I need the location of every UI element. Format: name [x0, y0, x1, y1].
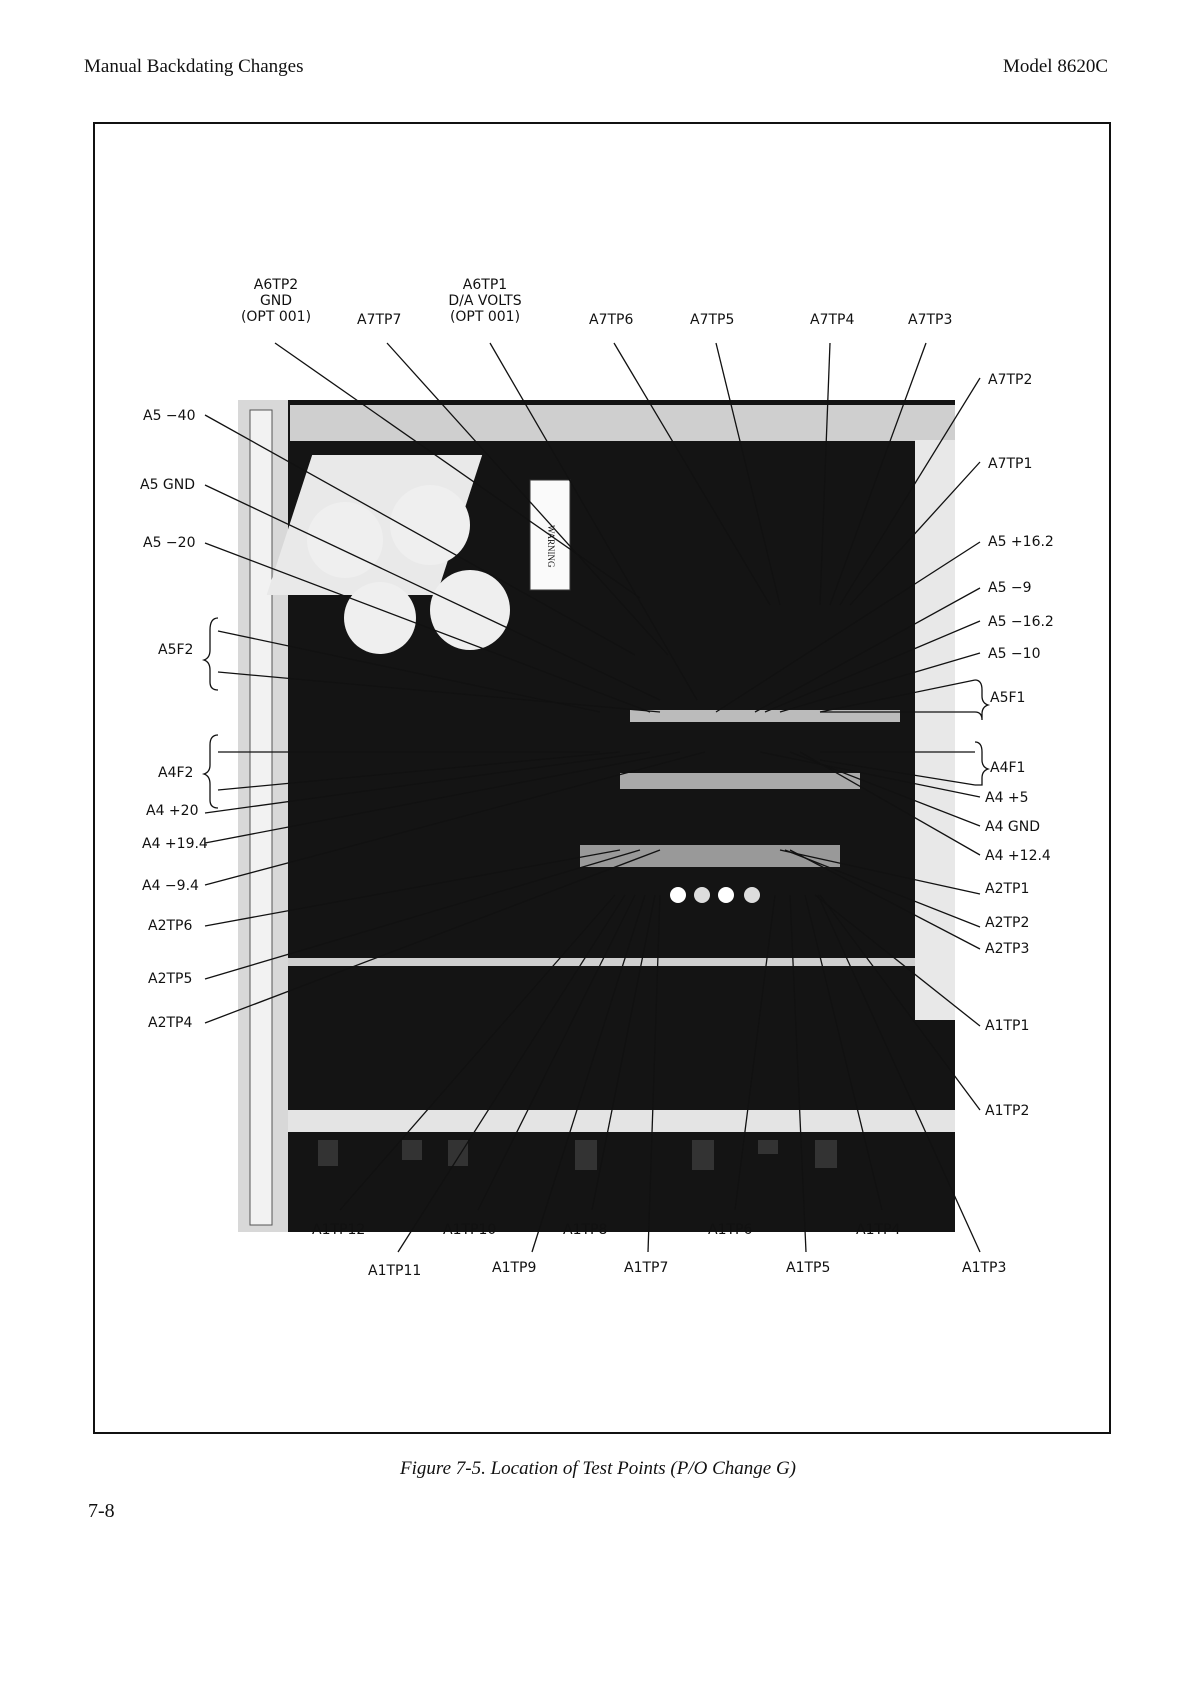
- label-a4-plus5: A4 +5: [985, 790, 1029, 806]
- label-a7tp4: A7TP4: [810, 312, 855, 328]
- label-a2tp5: A2TP5: [148, 971, 193, 987]
- label-a5-minus20: A5 −20: [143, 535, 196, 551]
- running-header-model: Model 8620C: [1002, 56, 1108, 77]
- figure-caption: Figure 7-5. Location of Test Points (P/O…: [400, 1458, 796, 1479]
- label-a6tp1: A6TP1: [462, 277, 508, 293]
- label-a5-plus16-2: A5 +16.2: [988, 534, 1054, 550]
- label-a2tp1: A2TP1: [985, 881, 1030, 897]
- running-header-title: Manual Backdating Changes: [84, 56, 304, 77]
- warning-label-text: WARNING: [546, 525, 556, 568]
- label-a6tp2-gnd: GND: [259, 293, 293, 309]
- label-a5-minus40: A5 −40: [143, 408, 196, 424]
- label-a1tp10: A1TP10: [443, 1222, 497, 1238]
- label-a4-gnd: A4 GND: [985, 819, 1041, 835]
- label-a2tp2: A2TP2: [985, 915, 1030, 931]
- label-a1tp6: A1TP6: [708, 1222, 753, 1238]
- label-a6tp1-da-volts: D/A VOLTS: [448, 293, 522, 309]
- label-a7tp5: A7TP5: [690, 312, 735, 328]
- label-a7tp7: A7TP7: [357, 312, 402, 328]
- label-a2tp6: A2TP6: [148, 918, 193, 934]
- label-a2tp3: A2TP3: [985, 941, 1030, 957]
- label-a1tp5: A1TP5: [786, 1260, 831, 1276]
- label-a7tp2: A7TP2: [988, 372, 1033, 388]
- label-a4f1: A4F1: [990, 760, 1026, 776]
- label-a5-gnd: A5 GND: [140, 477, 196, 493]
- label-a1tp9: A1TP9: [492, 1260, 537, 1276]
- label-a4-plus19-4: A4 +19.4: [142, 836, 208, 852]
- label-a1tp7: A1TP7: [624, 1260, 669, 1276]
- label-a6tp2-opt: (OPT 001): [240, 309, 312, 325]
- label-a1tp3: A1TP3: [962, 1260, 1007, 1276]
- label-a7tp3: A7TP3: [908, 312, 953, 328]
- leader-lines: [201, 342, 991, 1253]
- label-a1tp12: A1TP12: [312, 1222, 366, 1238]
- label-a5-minus9: A5 −9: [988, 580, 1032, 596]
- label-a5f2: A5F2: [158, 642, 194, 658]
- label-a7tp6: A7TP6: [589, 312, 634, 328]
- label-a5-minus16-2: A5 −16.2: [988, 614, 1054, 630]
- label-a7tp1: A7TP1: [988, 456, 1033, 472]
- label-a4-plus12-4: A4 +12.4: [985, 848, 1051, 864]
- figure-frame: [93, 122, 1111, 1434]
- label-a4f2: A4F2: [158, 765, 194, 781]
- page-number: 7-8: [88, 1500, 115, 1522]
- label-a1tp8: A1TP8: [563, 1222, 608, 1238]
- label-a4-minus9-4: A4 −9.4: [142, 878, 199, 894]
- label-a5-minus10: A5 −10: [988, 646, 1041, 662]
- label-a6tp1-opt: (OPT 001): [449, 309, 521, 325]
- label-a1tp11: A1TP11: [368, 1263, 422, 1279]
- label-a5f1: A5F1: [990, 690, 1026, 706]
- label-a2tp4: A2TP4: [148, 1015, 193, 1031]
- label-a1tp1: A1TP1: [985, 1018, 1030, 1034]
- label-a6tp2: A6TP2: [253, 277, 299, 293]
- label-a1tp4: A1TP4: [856, 1222, 901, 1238]
- label-a1tp2: A1TP2: [985, 1103, 1030, 1119]
- label-a4-plus20: A4 +20: [146, 803, 199, 819]
